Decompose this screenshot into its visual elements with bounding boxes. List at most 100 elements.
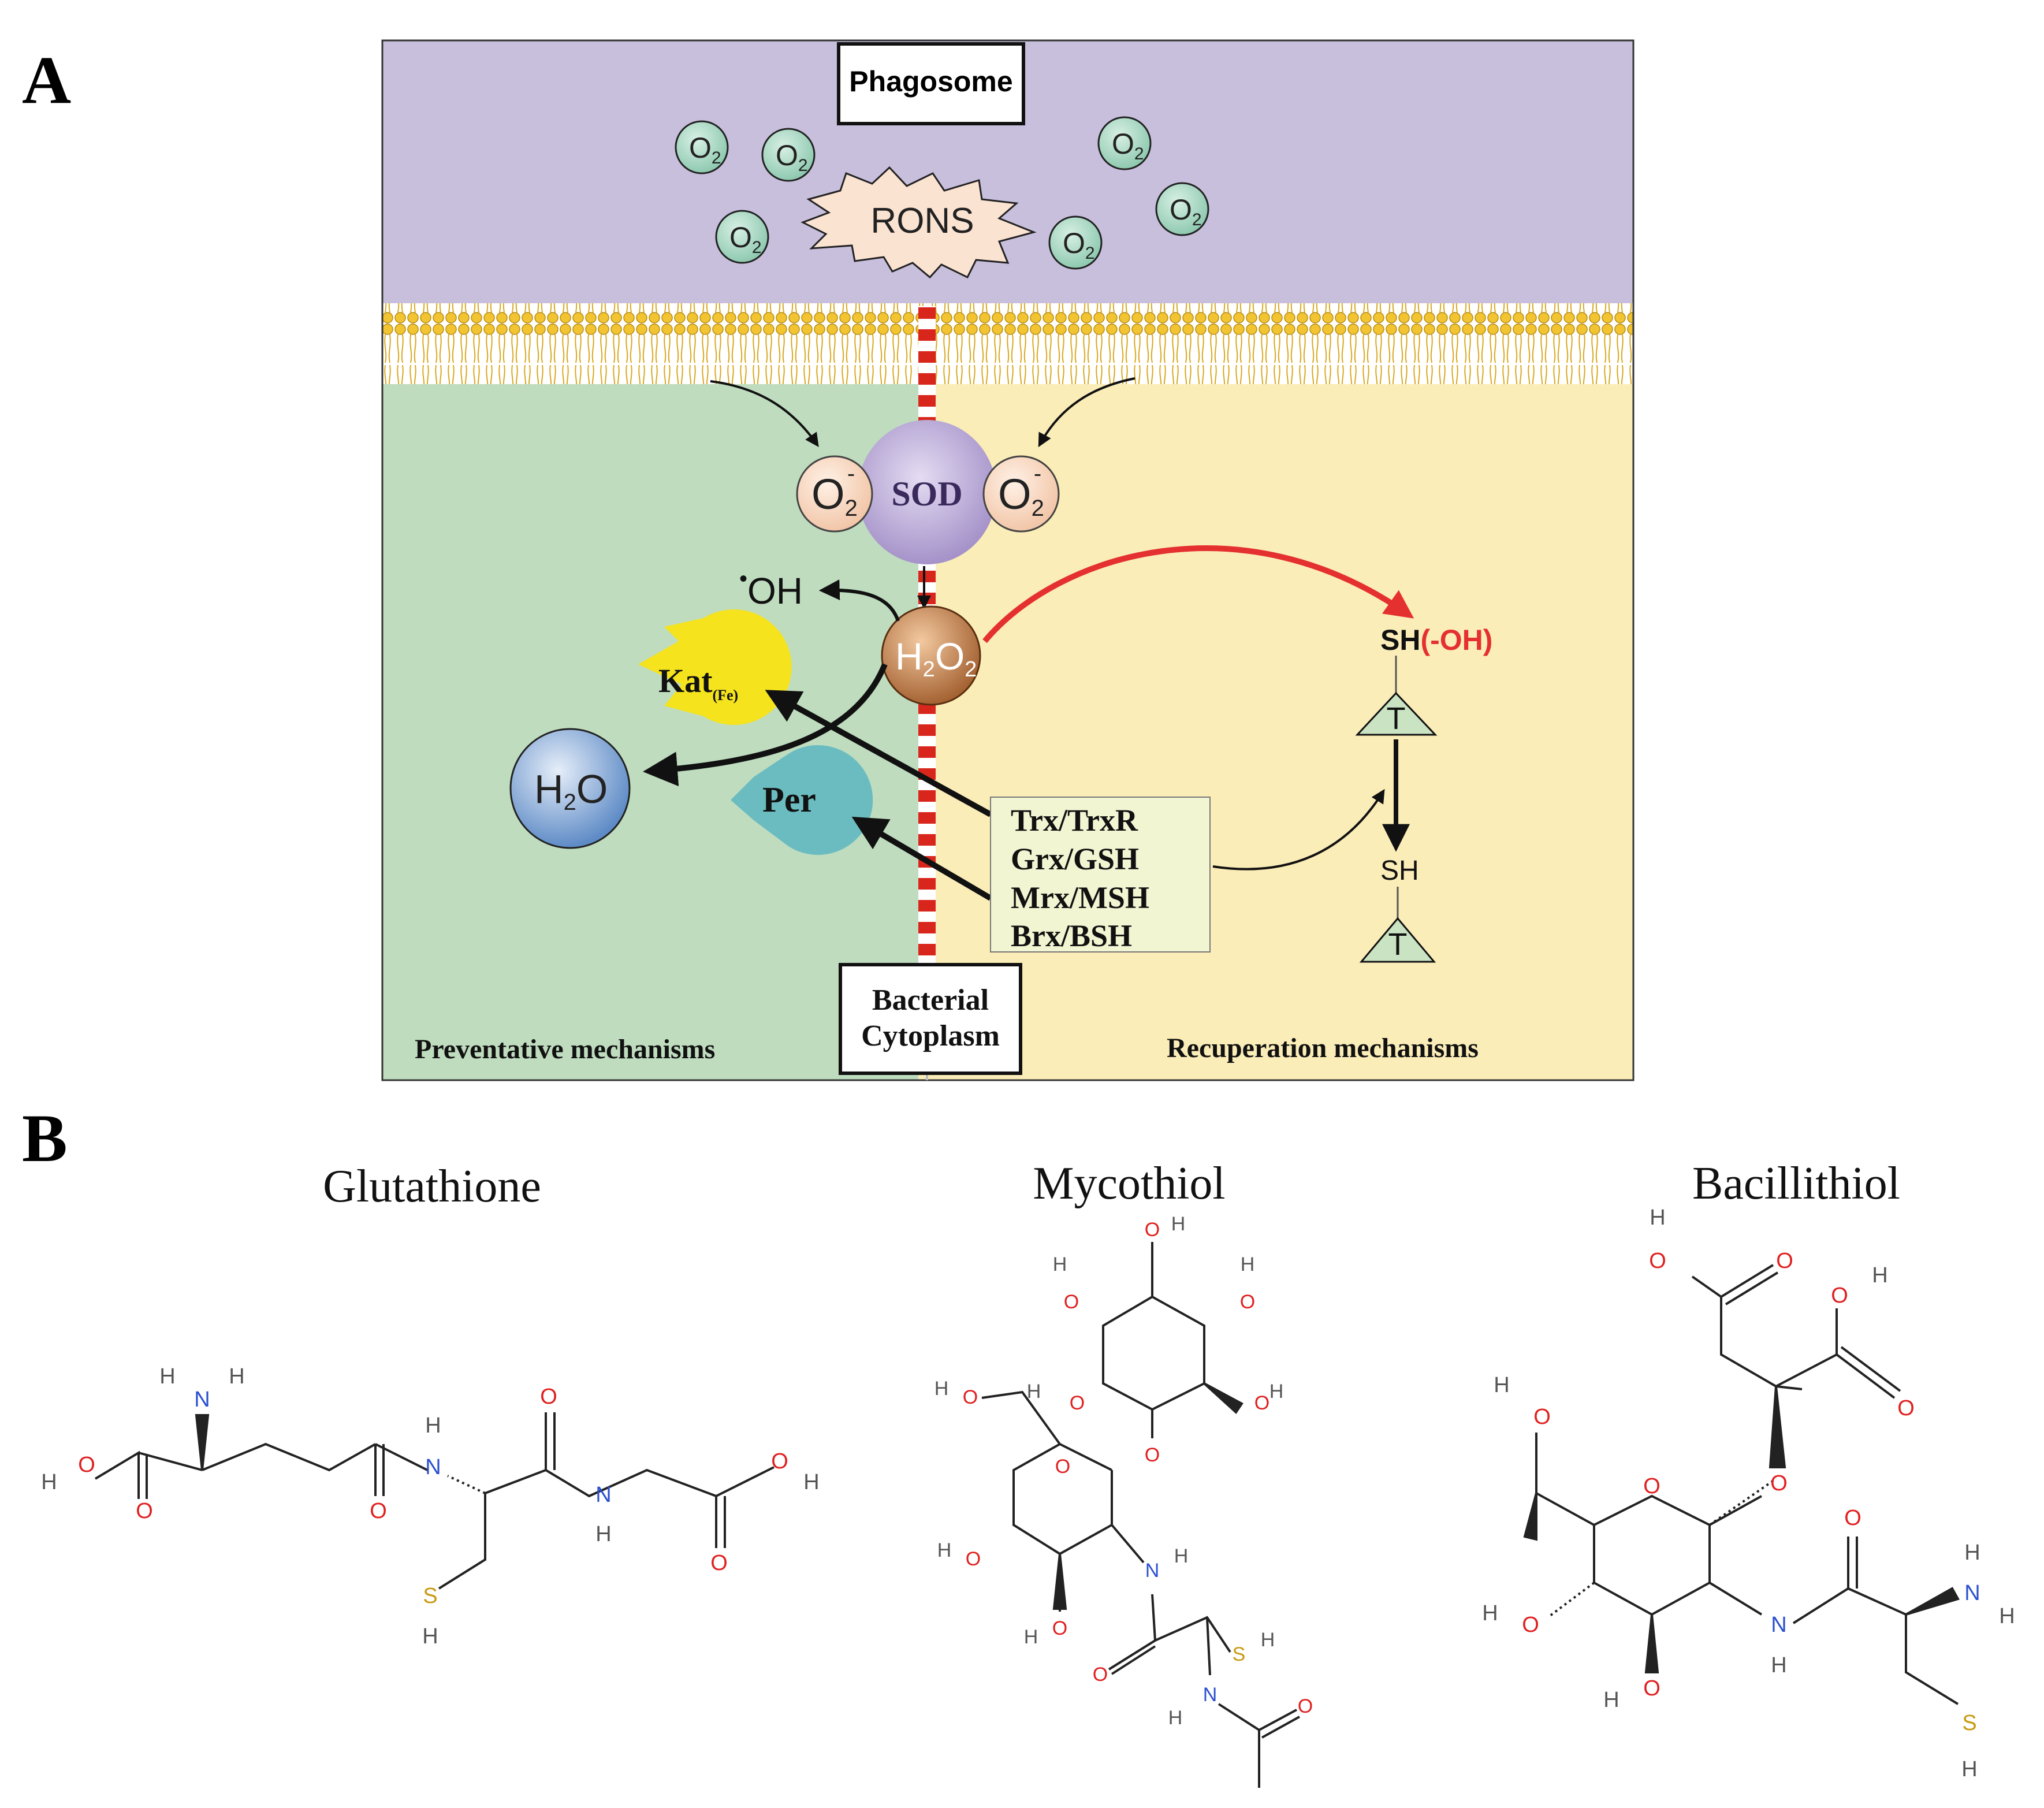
- arrow-h2o2-oxidation: [982, 545, 1414, 643]
- svg-text:H: H: [422, 1624, 438, 1649]
- svg-text:O: O: [136, 1499, 153, 1523]
- mycothiol-structure: [981, 1242, 1300, 1788]
- svg-text:O: O: [1776, 1249, 1793, 1273]
- svg-text:O2: O2: [729, 221, 762, 257]
- svg-text:O: O: [1240, 1291, 1255, 1313]
- arrow-h2o2-to-hydroxyl: [818, 579, 900, 622]
- svg-text:H: H: [1168, 1707, 1183, 1729]
- svg-text:O2: O2: [776, 139, 808, 175]
- panel-a: A Phagosome RONS O2 O2: [22, 39, 1635, 1081]
- svg-text:H: H: [595, 1522, 611, 1546]
- svg-text:S: S: [1233, 1643, 1246, 1665]
- svg-text:T: T: [1387, 701, 1406, 736]
- arrow-membrane-to-superoxide-left: [710, 380, 819, 447]
- o2-molecule: O2: [1097, 116, 1152, 170]
- svg-text:O: O: [1643, 1676, 1660, 1701]
- o2-molecule: O2: [675, 120, 729, 174]
- svg-text:H: H: [1024, 1626, 1038, 1648]
- svg-text:H: H: [1872, 1263, 1887, 1288]
- svg-text:O: O: [1254, 1392, 1269, 1414]
- svg-text:N: N: [1771, 1613, 1786, 1637]
- recuperation-label: Recuperation mechanisms: [1167, 1033, 1479, 1063]
- arrow-redox-to-thiol: [1212, 788, 1385, 870]
- membrane-bilayer: [382, 303, 1633, 384]
- svg-text:H: H: [1494, 1373, 1509, 1397]
- svg-text:H: H: [1999, 1604, 2015, 1628]
- svg-text:H: H: [1241, 1253, 1255, 1275]
- svg-text:H: H: [229, 1364, 244, 1389]
- svg-text:O: O: [1055, 1456, 1070, 1478]
- phagosome-label-box: Phagosome: [837, 42, 1025, 125]
- svg-text:O: O: [1770, 1471, 1788, 1495]
- reduced-target: T: [1359, 917, 1436, 963]
- redox-system: Mrx/MSH: [1011, 880, 1149, 915]
- svg-text:T: T: [1388, 927, 1408, 962]
- svg-text:H: H: [1027, 1381, 1041, 1402]
- preventative-label: Preventative mechanisms: [415, 1034, 715, 1065]
- svg-text:O: O: [1145, 1219, 1160, 1241]
- svg-text:H: H: [803, 1470, 819, 1494]
- svg-text:O: O: [1649, 1249, 1666, 1273]
- cytoplasm-label: Bacterial: [872, 984, 989, 1017]
- bacillithiol-structure: [1523, 1264, 1960, 1705]
- sod-label: SOD: [891, 475, 962, 513]
- svg-text:O: O: [1298, 1695, 1313, 1717]
- svg-text:O: O: [1145, 1444, 1160, 1466]
- svg-text:H2O2: H2O2: [895, 635, 977, 682]
- oxidized-thiol-label: SH(-OH): [1380, 624, 1492, 656]
- molecule-name: Glutathione: [323, 1161, 541, 1212]
- arrow-membrane-to-superoxide-right: [1038, 377, 1135, 448]
- peroxidase-enzyme: Per: [731, 745, 873, 855]
- peroxidase-label: Per: [762, 780, 816, 820]
- svg-text:H: H: [1964, 1541, 1980, 1565]
- bacillithiol-atoms: H O O O H O O O O H O H O H N H O N H H …: [1482, 1206, 2015, 1781]
- svg-text:S: S: [1962, 1711, 1976, 1735]
- svg-text:H: H: [1961, 1757, 1977, 1781]
- glutathione-structure: [94, 1412, 775, 1590]
- water-molecule: H2O: [509, 728, 631, 849]
- redox-system: Grx/GSH: [1011, 842, 1139, 876]
- hydroxyl-radical: •OH: [739, 566, 803, 612]
- catalase-label: Kat(Fe): [658, 662, 738, 704]
- svg-text:N: N: [595, 1483, 611, 1507]
- panel-b-label: B: [22, 1100, 68, 1176]
- o2-molecule: O2: [1155, 182, 1209, 236]
- svg-text:O: O: [1533, 1405, 1551, 1429]
- svg-text:O: O: [1643, 1474, 1660, 1498]
- o2-molecule: O2: [715, 210, 769, 264]
- svg-text:H: H: [934, 1378, 949, 1400]
- svg-text:O: O: [963, 1386, 978, 1408]
- superoxide-right: O2-: [982, 455, 1060, 533]
- svg-text:O: O: [78, 1453, 95, 1477]
- h2o2-molecule: H2O2: [881, 605, 981, 706]
- svg-text:O: O: [710, 1551, 728, 1575]
- svg-text:O: O: [1522, 1613, 1539, 1637]
- redox-systems-box: Trx/TrxR Grx/GSH Mrx/MSH Brx/BSH: [990, 797, 1211, 953]
- sod-enzyme: SOD: [858, 420, 996, 564]
- svg-text:H: H: [1171, 1213, 1186, 1235]
- svg-text:N: N: [1964, 1581, 1980, 1605]
- molecule-name: Bacillithiol: [1692, 1158, 1900, 1209]
- cytoplasm-label: Cytoplasm: [861, 1020, 1000, 1052]
- svg-text:O2: O2: [1170, 194, 1202, 229]
- svg-text:H: H: [425, 1413, 441, 1438]
- svg-text:O2-: O2-: [811, 461, 858, 521]
- svg-text:N: N: [1145, 1560, 1160, 1582]
- svg-text:N: N: [425, 1455, 441, 1479]
- svg-text:O: O: [1897, 1396, 1915, 1420]
- svg-text:H: H: [1482, 1601, 1498, 1625]
- svg-text:O: O: [966, 1548, 981, 1570]
- svg-text:H: H: [1771, 1653, 1786, 1677]
- svg-text:H: H: [159, 1364, 175, 1389]
- svg-text:H: H: [937, 1539, 952, 1561]
- svg-text:O: O: [1070, 1392, 1085, 1414]
- rons-burst: RONS: [801, 166, 1037, 279]
- svg-text:H: H: [1269, 1381, 1284, 1402]
- svg-text:O: O: [540, 1385, 557, 1409]
- svg-text:S: S: [423, 1584, 437, 1608]
- svg-text:O2: O2: [689, 132, 721, 168]
- svg-text:O: O: [1831, 1284, 1848, 1308]
- svg-text:O2-: O2-: [998, 461, 1044, 521]
- redox-system: Brx/BSH: [1011, 918, 1132, 953]
